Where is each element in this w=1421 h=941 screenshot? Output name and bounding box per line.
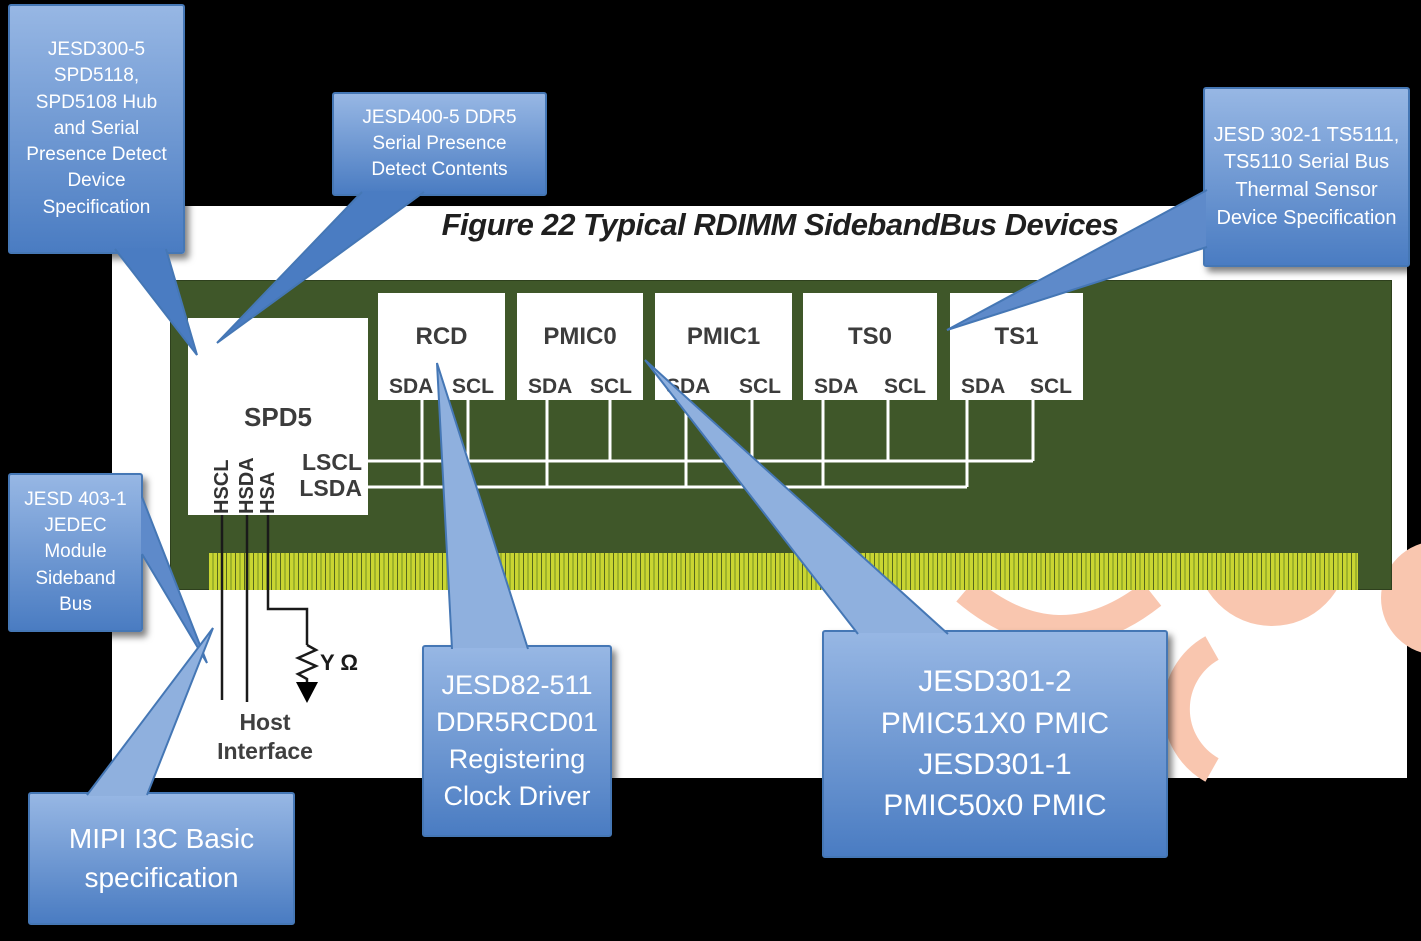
pmic0-sda-label: SDA [528, 375, 573, 398]
ts0-box: TS0 SDA SCL [803, 293, 937, 400]
pmic0-scl-label: SCL [590, 375, 632, 398]
callout-spd-contents: JESD400-5 DDR5 Serial Presence Detect Co… [332, 92, 547, 196]
pmic1-label: PMIC1 [686, 323, 761, 350]
ts1-box: TS1 SDA SCL [950, 293, 1083, 400]
callout-sideband-bus-spec: JESD 403-1 JEDEC Module Sideband Bus [8, 473, 143, 632]
callout-mipi-spec-text: MIPI I3C Basic specification [68, 822, 255, 893]
ts1-scl-label: SCL [1030, 375, 1072, 398]
hsda-pin-label: HSDA [236, 457, 258, 514]
callout-thermal-sensor-spec: JESD 302-1 TS5111, TS5110 Serial Bus The… [1203, 87, 1410, 267]
callout-rcd-spec-text: JESD82-511 DDR5RCD01 Registering Clock D… [435, 669, 599, 812]
rcd-box: RCD SDA SCL [378, 293, 505, 400]
ts0-sda-label: SDA [814, 375, 859, 398]
pmic1-scl-label: SCL [739, 375, 781, 398]
callout-rcd-spec: JESD82-511 DDR5RCD01 Registering Clock D… [422, 645, 612, 837]
callout-spd-hub-spec: JESD300-5 SPD5118, SPD5108 Hub and Seria… [8, 4, 185, 254]
callout-spd-contents-text: JESD400-5 DDR5 Serial Presence Detect Co… [362, 106, 517, 181]
pmic1-sda-label: SDA [666, 375, 711, 398]
callout-sideband-bus-spec-text: JESD 403-1 JEDEC Module Sideband Bus [24, 488, 127, 615]
callout-pmic-spec: JESD301-2 PMIC51X0 PMIC JESD301-1 PMIC50… [822, 630, 1168, 858]
pmic1-box: PMIC1 SDA SCL [655, 293, 792, 400]
spd5-hub-box [188, 318, 368, 515]
callout-mipi-spec: MIPI I3C Basic specification [28, 792, 295, 925]
ts0-label: TS0 [847, 323, 892, 350]
rcd-sda-label: SDA [389, 375, 434, 398]
callout-spd-hub-spec-text: JESD300-5 SPD5118, SPD5108 Hub and Seria… [26, 39, 167, 218]
resistor-value-label: Y Ω [320, 650, 359, 675]
rcd-scl-label: SCL [452, 375, 494, 398]
lscl-bus-label: LSCL [301, 449, 362, 475]
pmic0-box: PMIC0 SDA SCL [517, 293, 643, 400]
pmic0-label: PMIC0 [543, 323, 617, 350]
hscl-pin-label: HSCL [211, 459, 233, 514]
ts1-sda-label: SDA [961, 375, 1006, 398]
callout-pmic-spec-text: JESD301-2 PMIC51X0 PMIC JESD301-1 PMIC50… [880, 665, 1110, 823]
lsda-bus-label: LSDA [299, 475, 362, 501]
ts0-scl-label: SCL [884, 375, 926, 398]
callout-thermal-sensor-spec-text: JESD 302-1 TS5111, TS5110 Serial Bus The… [1213, 123, 1400, 229]
host-interface-label: Host Interface [217, 709, 313, 765]
hsa-pin-label: HSA [257, 471, 279, 514]
ts1-label: TS1 [994, 323, 1039, 350]
figure-title: Figure 22 Typical RDIMM SidebandBus Devi… [441, 207, 1119, 242]
rcd-label: RCD [415, 323, 468, 350]
spd5-label: SPD5 [244, 402, 312, 432]
edge-connector-fingers [209, 553, 1358, 590]
